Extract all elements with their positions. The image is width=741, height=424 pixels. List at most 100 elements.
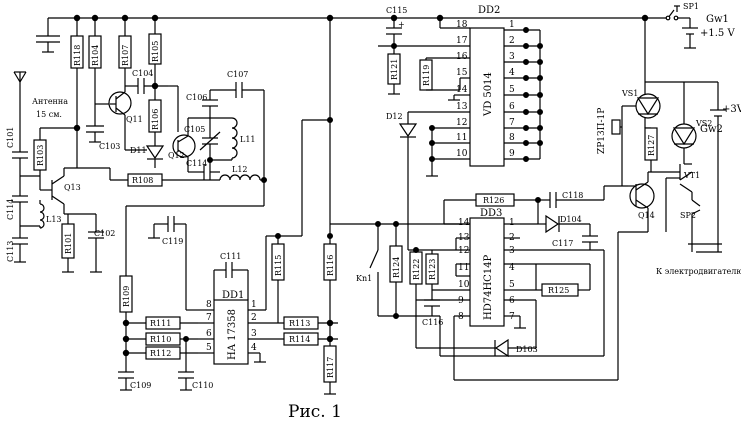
dd1-pin: 2 [251,313,257,323]
r119-label: R119 [422,65,431,86]
c115-plus: + [398,20,405,29]
dd2-pin: 3 [509,52,515,62]
battery-gw2 [710,109,726,244]
r122-label: R122 [412,259,421,280]
dd3-pin: 7 [509,312,515,322]
dd3-part: HD74HC14P [483,254,494,320]
capacitor-c118 [538,185,628,208]
vs2-label: VS2 [695,119,712,128]
diode-d104 [520,200,590,234]
q14-label: Q14 [638,211,655,220]
resistor-r107 [118,18,132,86]
dd3-pin: 14 [458,218,470,228]
l13-label: L13 [46,215,62,224]
d12-label: D12 [386,112,403,121]
resistor-r111 [126,316,198,330]
resistor-r127 [644,127,658,172]
resistor-r112 [126,346,198,360]
c118-label: C118 [562,191,583,200]
dd2-pin: 5 [509,85,515,95]
r107-label: R107 [121,45,130,66]
resistor-r113 [283,316,338,330]
c104-label: C104 [132,69,153,78]
dd1-title: DD1 [222,290,244,301]
resistor-r101 [61,213,96,273]
capacitor-c102 [88,214,104,273]
diode-d12 [398,111,470,250]
dd3-pin: 11 [458,263,469,273]
r115-label: R115 [274,255,283,276]
dd3-pin: 8 [458,312,464,322]
kn1-label: Kn1 [356,274,372,283]
diode-d11 [124,132,165,168]
r124-label: R124 [392,257,401,278]
r103-label: R103 [36,145,45,166]
c103-label: C103 [99,142,120,151]
dd2-pin: 11 [456,133,467,143]
chip-dd2 [426,18,543,177]
r110-label: R110 [150,335,171,344]
capacitor-c110 [178,339,194,391]
c101-label: C101 [6,127,15,148]
resistor-r116 [323,18,337,346]
r109-label: R109 [122,286,131,307]
transistor-q11 [108,86,132,132]
c115-label: C115 [386,6,407,15]
dd2-part: VD 5014 [483,72,494,117]
resistor-r105 [148,18,162,100]
d104-label: D104 [560,215,582,224]
r118-label: R118 [73,45,82,66]
lamp-vs1 [635,82,661,128]
dd2-pin: 1 [509,20,515,30]
wire-bottom-loops [440,232,619,381]
dd1-pin: 3 [251,329,257,339]
capacitor-c104 [125,78,168,94]
r114-label: R114 [289,335,310,344]
chip-dd3 [439,200,536,380]
dd3-pin: 2 [509,233,515,243]
dd2-pin: 12 [456,118,467,128]
capacitor-c119 [148,216,198,311]
r121-label: R121 [390,59,399,80]
dd2-pin: 9 [509,149,515,159]
capacitor-c117 [536,224,605,308]
sp2-label: SP2 [680,211,696,220]
gw1-label: Gw1 [706,14,729,25]
resistor-r104 [88,18,110,105]
resistor-r117 [323,345,337,395]
dd2-pin: 7 [509,118,515,128]
resistor-r106 [148,99,162,146]
power-rail [36,14,668,53]
gw2-label: Gw2 [700,124,723,135]
capacitor-c114 [12,175,40,226]
resistor-r118 [40,18,84,168]
q12-label: Q12 [168,151,185,160]
c102-label: C102 [94,229,115,238]
resistor-r114 [283,332,338,346]
dd3-title: DD3 [480,208,502,219]
dd3-pin: 1 [509,218,515,228]
q13-label: Q13 [64,183,81,192]
capacitor-c107 [210,82,265,206]
resistor-r109 [119,275,133,372]
switch-sp2 [691,199,701,232]
r127-label: R127 [647,135,656,156]
inductor-l11 [207,117,238,164]
r104-label: R104 [91,45,100,66]
transistor-q12 [168,85,196,172]
lamp-vs2 [671,82,697,164]
capacitor-c109 [118,371,134,391]
battery-gw1 [682,18,698,49]
r106-label: R106 [151,109,160,130]
switch-sp1 [665,5,690,21]
dd2-pin: 18 [456,20,468,30]
r125-label: R125 [548,286,569,295]
supply-1v5-label: +1.5 V [700,28,735,39]
l12-label: L12 [232,165,248,174]
c114-label: C114 [6,199,15,220]
antenna-label: Антенна [32,97,68,106]
c109-label: C109 [130,381,151,390]
resistor-r123 [425,250,470,291]
dd3-pin: 13 [458,233,470,243]
